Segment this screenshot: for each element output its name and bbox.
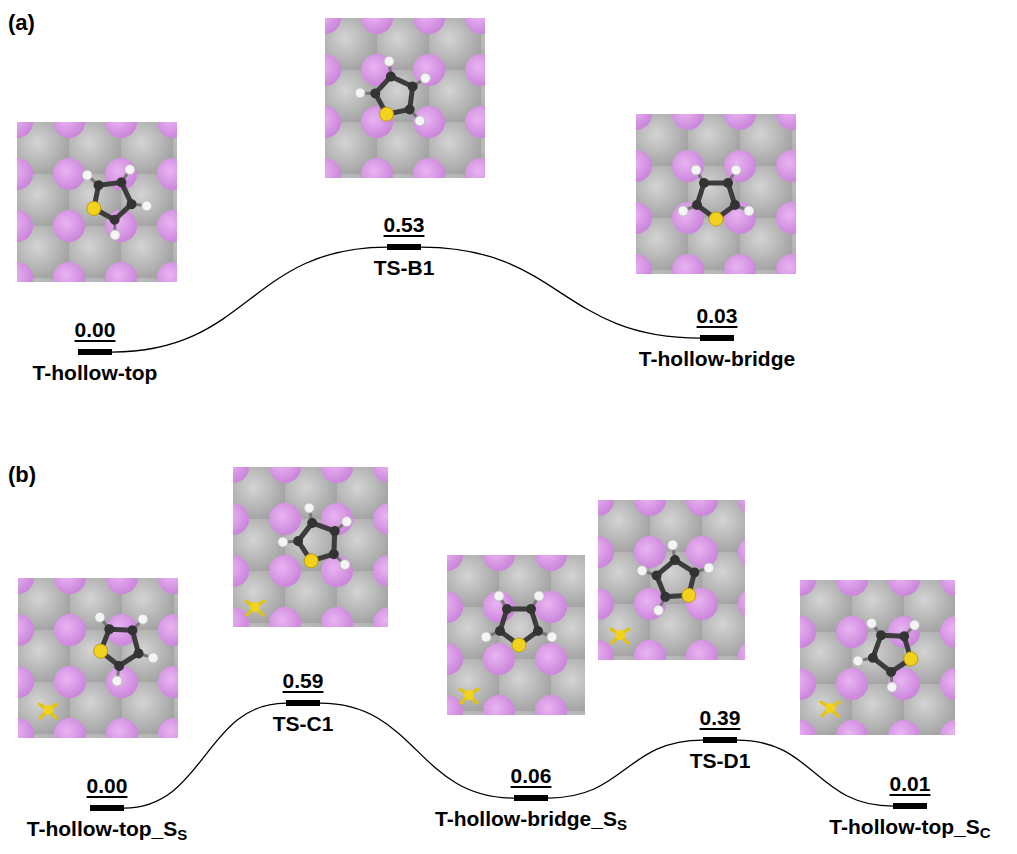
adsorption-image — [233, 467, 388, 627]
energy-bar — [78, 349, 112, 355]
adsorption-image — [636, 114, 796, 274]
energy-bar — [700, 335, 734, 341]
energy-level: 0.00T-hollow-top_SS — [27, 774, 188, 844]
adsorption-image — [800, 580, 955, 735]
energy-level: 0.06T-hollow-bridge_SS — [435, 764, 627, 834]
energy-level: 0.00T-hollow-top — [33, 318, 158, 384]
state-name: T-hollow-bridge — [639, 347, 795, 370]
energy-value: 0.06 — [511, 764, 552, 787]
adsorption-image — [17, 122, 177, 282]
reaction-path — [548, 740, 703, 798]
state-name: T-hollow-bridge_SS — [435, 807, 627, 834]
energy-bar — [703, 737, 737, 743]
state-name: TS-D1 — [690, 749, 751, 772]
panel-label: (b) — [8, 462, 36, 488]
adsorption-image — [447, 555, 585, 715]
state-name: T-hollow-top_SS — [27, 817, 188, 844]
adsorption-image — [325, 18, 485, 178]
energy-value: 0.39 — [700, 706, 741, 729]
transition-state: 0.39TS-D1 — [690, 706, 751, 772]
state-name: T-hollow-top — [33, 361, 158, 384]
reaction-path — [124, 703, 286, 808]
energy-bar — [286, 700, 320, 706]
reaction-path — [737, 740, 893, 806]
state-name: TS-B1 — [374, 256, 435, 279]
energy-level: 0.01T-hollow-top_SC — [829, 772, 990, 842]
energy-bar — [387, 244, 421, 250]
energy-value: 0.53 — [384, 213, 425, 236]
energy-level: 0.03T-hollow-bridge — [639, 304, 795, 370]
energy-bar — [893, 803, 927, 809]
energy-value: 0.59 — [283, 669, 324, 692]
energy-bar — [514, 795, 548, 801]
energy-value: 0.00 — [75, 318, 116, 341]
energy-bar — [90, 805, 124, 811]
transition-state: 0.59TS-C1 — [273, 669, 334, 735]
state-name: T-hollow-top_SC — [829, 815, 990, 842]
adsorption-image — [18, 578, 178, 738]
reaction-path — [320, 703, 514, 798]
reaction-path — [421, 247, 700, 338]
energy-value: 0.01 — [890, 772, 931, 795]
panel-label: (a) — [8, 10, 35, 36]
reaction-path — [112, 247, 387, 352]
energy-value: 0.03 — [697, 304, 738, 327]
transition-state: 0.53TS-B1 — [374, 213, 435, 279]
state-name: TS-C1 — [273, 712, 334, 735]
energy-value: 0.00 — [87, 774, 128, 797]
adsorption-image — [598, 500, 745, 660]
